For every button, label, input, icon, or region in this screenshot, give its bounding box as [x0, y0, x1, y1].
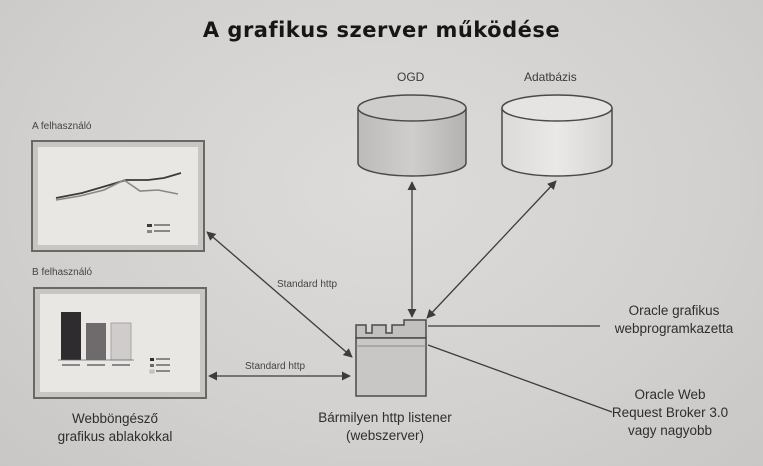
- browser-caption: Webböngésző grafikus ablakokkal: [40, 410, 190, 446]
- mini-bar-2: [86, 323, 106, 360]
- connectors: [206, 180, 613, 413]
- mini-bar-legend-text-2: [156, 364, 170, 366]
- mini-bar-1: [61, 312, 81, 360]
- cartridge-caption-line1: Oracle grafikus: [628, 303, 720, 318]
- ogd-database-cylinder: [357, 94, 467, 177]
- cartridge-caption-line2: webprogramkazetta: [614, 321, 734, 336]
- web-server-block: [355, 319, 427, 397]
- arrow-server-adatbazis: [426, 180, 557, 319]
- mini-bar-legend-text-3: [156, 370, 170, 372]
- mini-bar-tick-text-3: [112, 364, 130, 366]
- mini-legend-swatch-2: [147, 230, 152, 233]
- user-b-mini-bar-chart: [58, 312, 170, 374]
- user-a-mini-line-chart: [55, 172, 182, 233]
- cartridge-caption: Oracle grafikus webprogramkazetta: [594, 302, 754, 338]
- mini-bar-tick-text-2: [87, 364, 105, 366]
- arrow-server-user-a: [206, 231, 353, 358]
- db-adatbazis-label: Adatbázis: [524, 70, 577, 84]
- broker-caption-line1: Oracle Web: [634, 387, 706, 402]
- mini-bar-3: [110, 322, 132, 361]
- browser-caption-line1: Webböngésző: [71, 411, 159, 426]
- mini-bar-legend-swatch-1: [150, 358, 154, 361]
- adatbazis-database-cylinder: [501, 94, 613, 177]
- db-ogd-label: OGD: [397, 70, 425, 84]
- browser-caption-line2: grafikus ablakokkal: [57, 429, 173, 444]
- line-broker: [427, 344, 613, 413]
- broker-caption-line3: vagy nagyobb: [627, 423, 713, 438]
- server-caption: Bármilyen http listener (webszerver): [305, 409, 465, 445]
- standard-http-label-lower: Standard http: [245, 361, 306, 372]
- diagram-title: A grafikus szerver működése: [202, 18, 561, 42]
- mini-legend-text-1: [154, 224, 170, 226]
- mini-bar-tick-text-1: [62, 364, 80, 366]
- user-b-label: B felhasználó: [32, 267, 93, 278]
- mini-line-series-1: [55, 172, 182, 199]
- mini-bar-legend-swatch-2: [150, 364, 154, 367]
- mini-legend-swatch-1: [147, 224, 152, 227]
- mini-line-series-2: [55, 179, 179, 201]
- mini-bar-legend-swatch-3: [149, 369, 155, 374]
- broker-caption-line2: Request Broker 3.0: [611, 405, 729, 420]
- broker-caption: Oracle Web Request Broker 3.0 vagy nagyo…: [590, 386, 750, 440]
- server-caption-line1: Bármilyen http listener: [318, 410, 452, 425]
- user-a-line-chart-window: [31, 140, 205, 252]
- user-a-label: A felhasználó: [32, 121, 92, 132]
- server-caption-line2: (webszerver): [345, 428, 424, 443]
- mini-bar-legend-text-1: [156, 358, 170, 360]
- mini-legend-text-2: [154, 230, 170, 232]
